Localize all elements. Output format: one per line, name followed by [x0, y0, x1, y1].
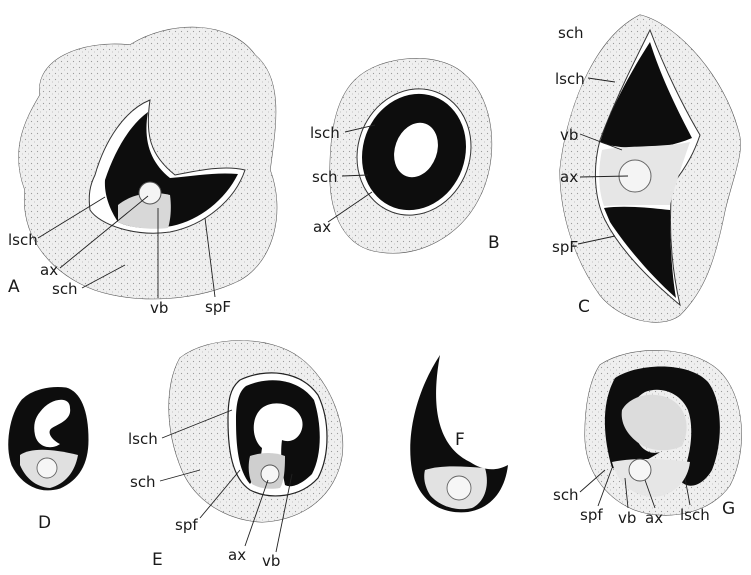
panel-a-callout-sch: sch [52, 280, 78, 298]
panel-d [9, 388, 88, 490]
panel-a [19, 27, 277, 298]
panel-c-callout-vb: vb [560, 126, 578, 144]
panel-g-callout-vb: vb [618, 509, 636, 527]
panel-e-axon [261, 465, 279, 483]
panel-e-callout-lsch: lsch [128, 430, 158, 448]
panel-g [585, 351, 741, 515]
panel-g-label: G [722, 499, 735, 519]
panel-a-callout-spf: spF [205, 298, 231, 316]
panel-a-callout-ax: ax [40, 261, 58, 279]
panel-g-callout-spf: spf [580, 506, 603, 524]
panel-c [560, 15, 740, 322]
panel-g-callout-sch: sch [553, 486, 579, 504]
panel-b-label: B [488, 233, 500, 253]
panel-b-callout-lsch: lsch [310, 124, 340, 142]
panel-a-label: A [8, 277, 20, 297]
panel-g-callout-lsch: lsch [680, 506, 710, 524]
panel-a-callout-lsch: lsch [8, 231, 38, 249]
panel-e-callout-sch: sch [130, 473, 156, 491]
panel-g-callout-ax: ax [645, 509, 663, 527]
panel-b-callout-ax: ax [313, 218, 331, 236]
panel-e-callout-ax: ax [228, 546, 246, 564]
panel-c-callout-spf: spF [552, 238, 578, 256]
panel-e-callout-vb: vb [262, 552, 280, 570]
panel-a-callout-vb: vb [150, 299, 168, 317]
panel-c-label: C [578, 297, 590, 317]
panel-b [330, 59, 492, 253]
panel-c-callout-ax: ax [560, 168, 578, 186]
panel-e-label: E [152, 550, 163, 570]
panel-g-axon [629, 459, 651, 481]
panel-e [169, 341, 343, 522]
panel-f-label: F [455, 430, 465, 450]
panel-c-callout-lsch: lsch [555, 70, 585, 88]
panel-b-callout-sch: sch [312, 168, 338, 186]
panel-d-label: D [38, 513, 51, 533]
panel-c-callout-sch: sch [558, 24, 584, 42]
panel-e-callout-spf: spf [175, 516, 198, 534]
